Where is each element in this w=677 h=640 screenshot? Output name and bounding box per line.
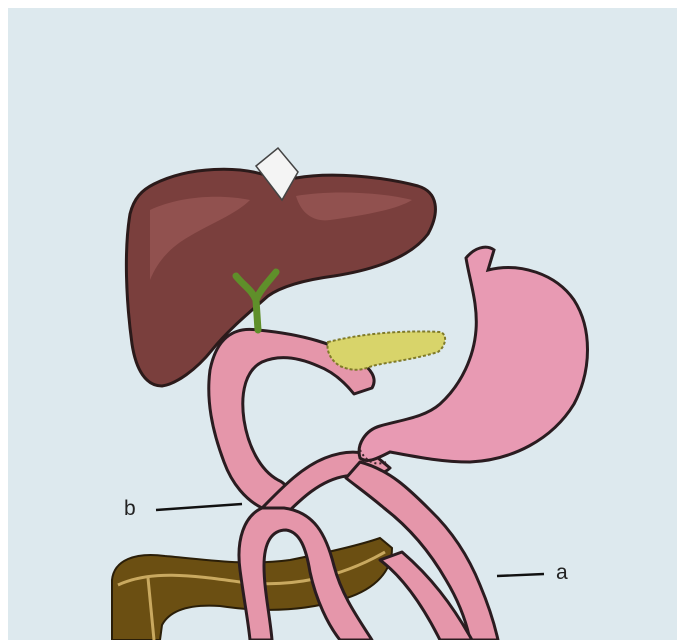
label-a: a (556, 562, 568, 583)
label-b: b (124, 498, 136, 519)
